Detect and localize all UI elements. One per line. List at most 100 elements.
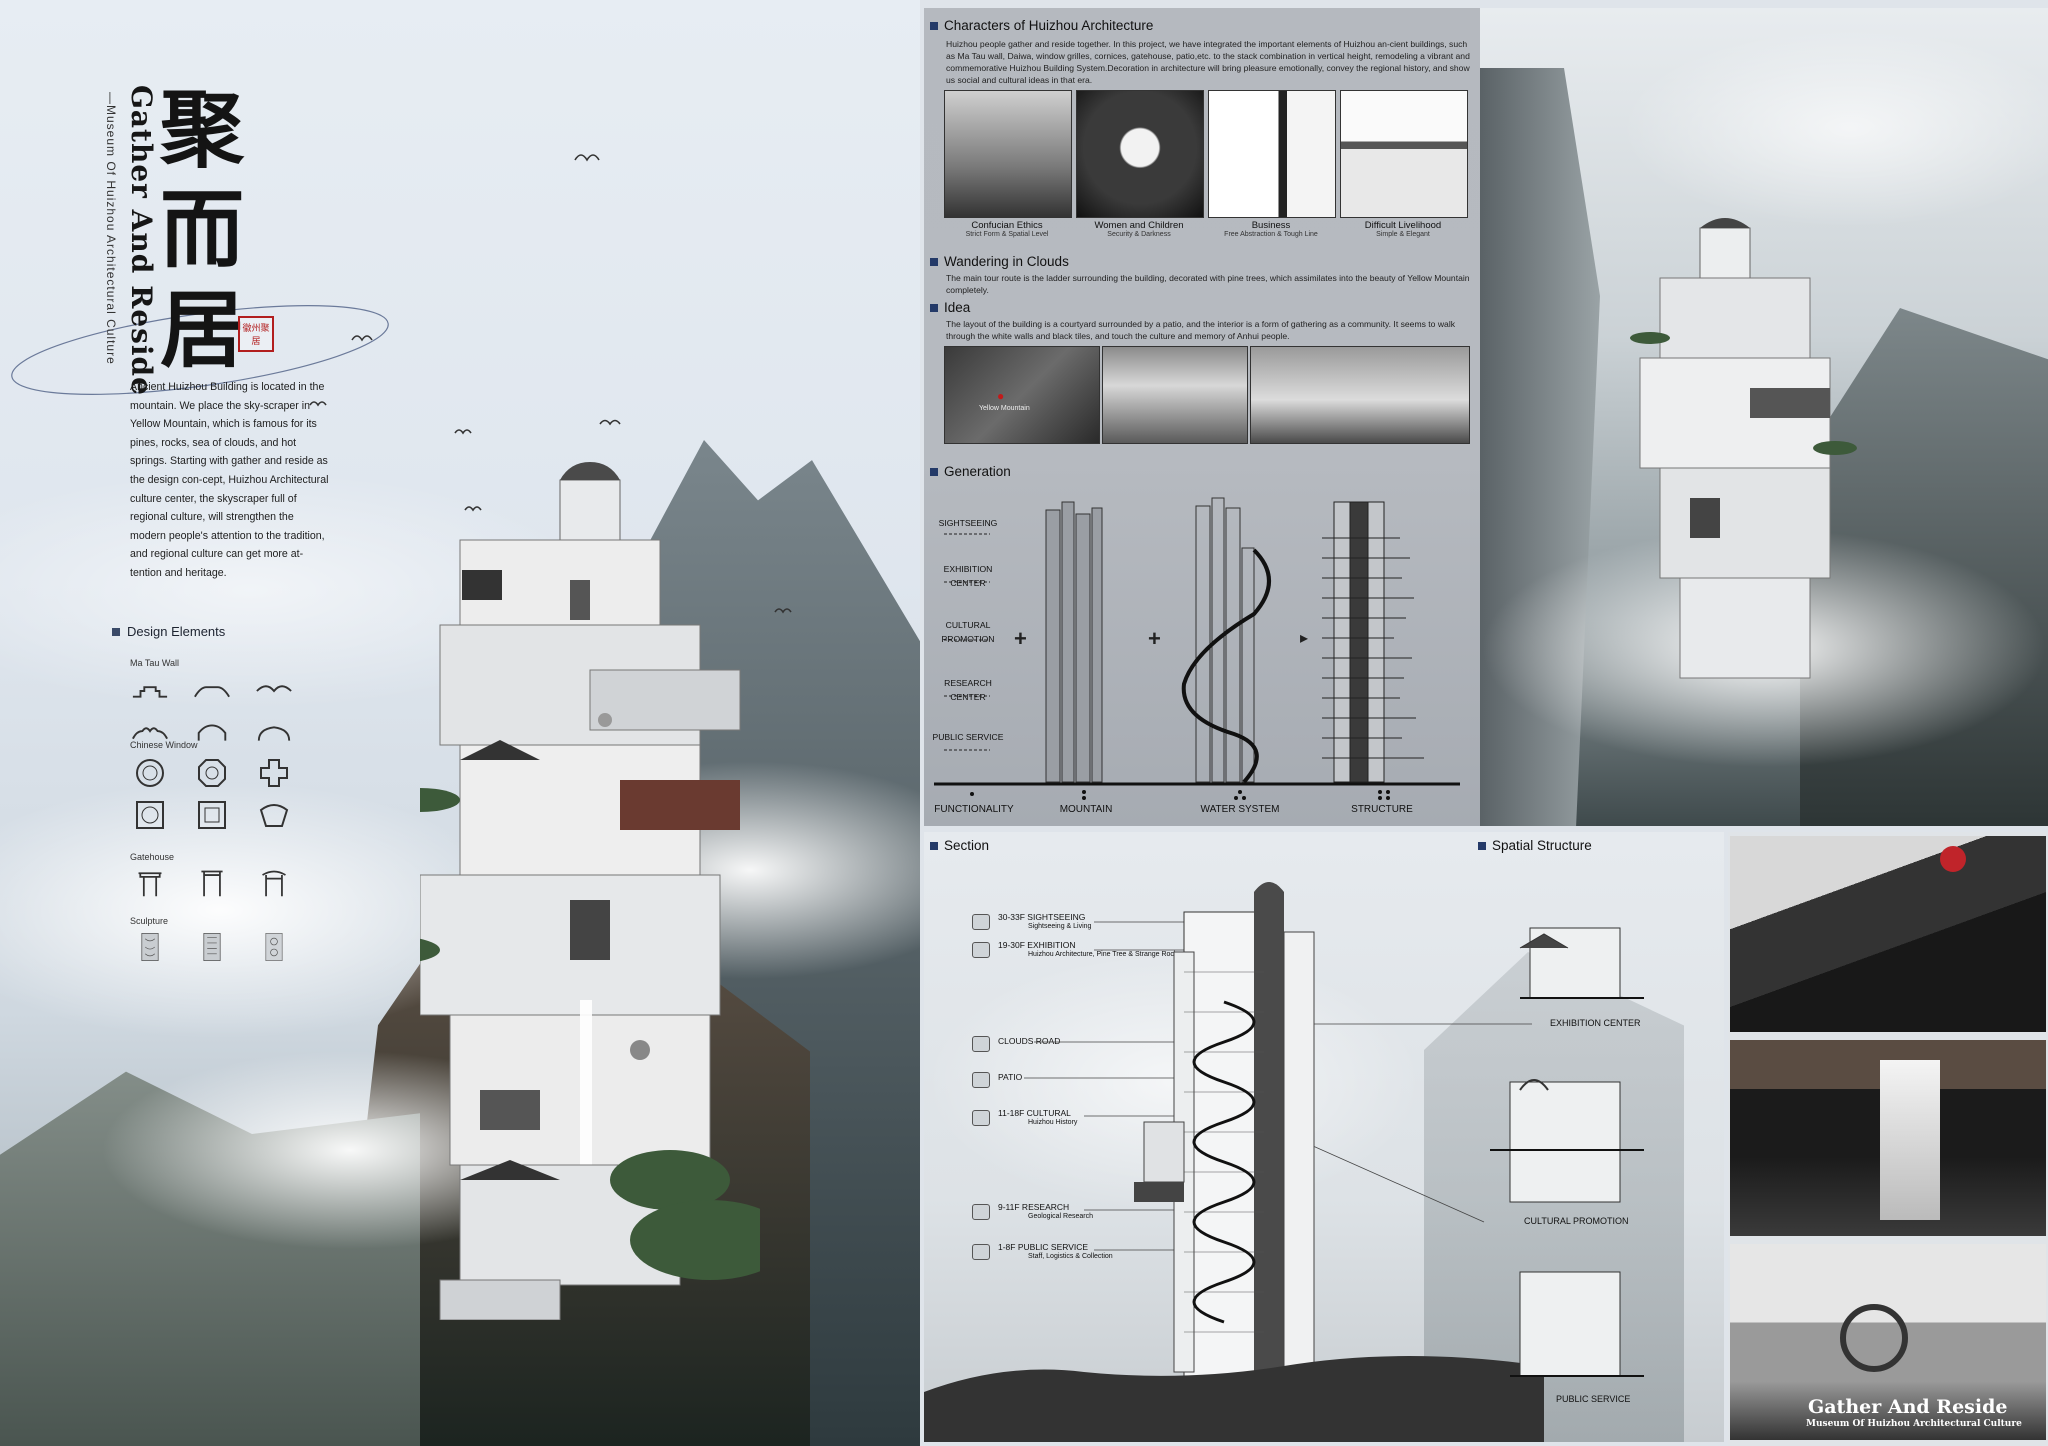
bullet-square-icon: [1478, 841, 1486, 850]
square-window-icon: [128, 800, 172, 830]
characters-title: Characters of Huizhou Architecture: [944, 18, 1154, 33]
label-sub: Huizhou Architecture, Pine Tree & Strang…: [1028, 951, 1178, 958]
seal-text: 徽州聚居: [242, 323, 270, 346]
section-label-patio: PATIO: [998, 1072, 1022, 1082]
photo-difficult-livelihood: [1340, 90, 1468, 218]
bullet-square-icon: [930, 841, 938, 850]
label-main: 9-11F RESEARCH: [998, 1202, 1070, 1212]
characters-text: Huizhou people gather and reside togethe…: [946, 39, 1470, 85]
lattice-window-icon: [190, 800, 234, 830]
birds: [309, 154, 792, 614]
floor-icon: [972, 942, 990, 958]
generation-diagram: [934, 497, 1460, 800]
level-cultural: CULTURAL PROMOTION: [941, 620, 995, 644]
map-label: Yellow Mountain: [979, 405, 1030, 412]
group-label-gatehouse: Gatehouse: [130, 852, 175, 862]
matau-wall-icon: [252, 676, 296, 706]
building-section-drawing: [924, 882, 1644, 1442]
label-sub: Huizhou History: [1028, 1119, 1078, 1126]
generation-title: Generation: [944, 464, 1011, 479]
lantern-icon: [1940, 846, 1966, 872]
op-plus-1: +: [1014, 626, 1027, 651]
design-elements-title: Design Elements: [127, 624, 226, 639]
caption-main: Confucian Ethics: [971, 220, 1043, 231]
gatehouse-icon: [190, 868, 234, 898]
mountain-photo: [1250, 346, 1470, 444]
seal-stamp: 徽州聚居: [238, 316, 274, 352]
intro-paragraph: Ancient Huizhou Building is located in t…: [130, 381, 329, 579]
matau-wall-icon: [252, 718, 296, 748]
bullet-square-icon: [930, 303, 938, 312]
map-pin-icon: ●: [997, 389, 1005, 403]
level-research: RESEARCH CENTER: [944, 678, 992, 702]
design-elements-heading: Design Elements: [112, 624, 225, 639]
fan-window-icon: [252, 800, 296, 830]
matau-wall-icon: [128, 718, 172, 748]
floor-icon: [972, 1244, 990, 1260]
bullet-square-icon: [112, 627, 120, 636]
level-public: PUBLIC SERVICE: [932, 732, 1004, 742]
skyscraper-rendering: [420, 462, 760, 1320]
sculpture-icon: [128, 932, 172, 962]
group-label-window: Chinese Window: [130, 740, 198, 750]
orbit-line: [11, 305, 389, 395]
sculpture-icon: [190, 932, 234, 962]
caption-main: Difficult Livelihood: [1364, 220, 1442, 231]
floor-icon: [972, 914, 990, 930]
footer-subtitle: Museum Of Huizhou Architectural Culture: [1806, 1419, 2022, 1429]
label-functionality: FUNCTIONALITY: [934, 804, 1014, 815]
label-mountain: MOUNTAIN: [1059, 804, 1113, 815]
footer-title: Gather And Reside: [1808, 1396, 2008, 1418]
moon-gate-icon: [1840, 1304, 1908, 1372]
caption-sub: Strict Form & Spatial Level: [965, 231, 1049, 238]
label-water-system: WATER SYSTEM: [1200, 804, 1280, 815]
clouds-photo: [1102, 346, 1248, 444]
bullet-square-icon: [930, 257, 938, 266]
photo-confucian-ethics: [944, 90, 1072, 218]
cloud: [1620, 28, 2048, 228]
map-thumbnail: ● Yellow Mountain: [944, 346, 1100, 444]
level-sightseeing: SIGHTSEEING: [938, 518, 998, 528]
hero-rendering: [1480, 8, 2048, 826]
op-plus-2: +: [1148, 626, 1161, 651]
spatial-label-public: PUBLIC SERVICE: [1556, 1394, 1631, 1404]
spatial-heading: Spatial Structure: [1478, 838, 1592, 853]
left-panel: 聚 而 居 徽州聚居 Gather And Reside —Museum Of …: [0, 0, 920, 1446]
label-main: 11-18F CULTURAL: [998, 1108, 1071, 1118]
label-structure: STRUCTURE: [1351, 804, 1413, 815]
concept-panel: Characters of Huizhou Architecture Huizh…: [924, 8, 1480, 826]
wandering-title: Wandering in Clouds: [944, 254, 1069, 269]
calligraphy-char: 居: [160, 280, 245, 379]
interior-photo-2: [1730, 1040, 2046, 1236]
label-sub: Staff, Logistics & Collection: [1028, 1253, 1113, 1260]
tower-rendering: [1630, 218, 1857, 679]
spatial-label-exhibition: EXHIBITION CENTER: [1550, 1018, 1641, 1028]
spatial-label-cultural: CULTURAL PROMOTION: [1524, 1216, 1629, 1226]
floor-icon: [972, 1072, 990, 1088]
label-main: 1-8F PUBLIC SERVICE: [998, 1242, 1089, 1252]
gatehouse-icons: [128, 868, 314, 898]
label-main: 19-30F EXHIBITION: [998, 940, 1076, 950]
idea-text: The layout of the building is a courtyar…: [946, 319, 1456, 341]
matau-wall-icon: [190, 718, 234, 748]
octagon-window-icon: [190, 758, 234, 788]
wandering-heading: Wandering in Clouds: [930, 254, 1069, 269]
sculpture-icons: [128, 932, 314, 962]
spatial-title: Spatial Structure: [1492, 838, 1592, 853]
label-sub: Sightseeing & Living: [1028, 923, 1092, 930]
photo-business: [1208, 90, 1336, 218]
flower-window-icon: [252, 758, 296, 788]
calligraphy-title: 聚 而 居: [160, 80, 270, 380]
characters-heading: Characters of Huizhou Architecture: [930, 18, 1153, 33]
section-label-clouds-road: CLOUDS ROAD: [998, 1036, 1060, 1046]
calligraphy-char: 聚: [160, 80, 245, 179]
